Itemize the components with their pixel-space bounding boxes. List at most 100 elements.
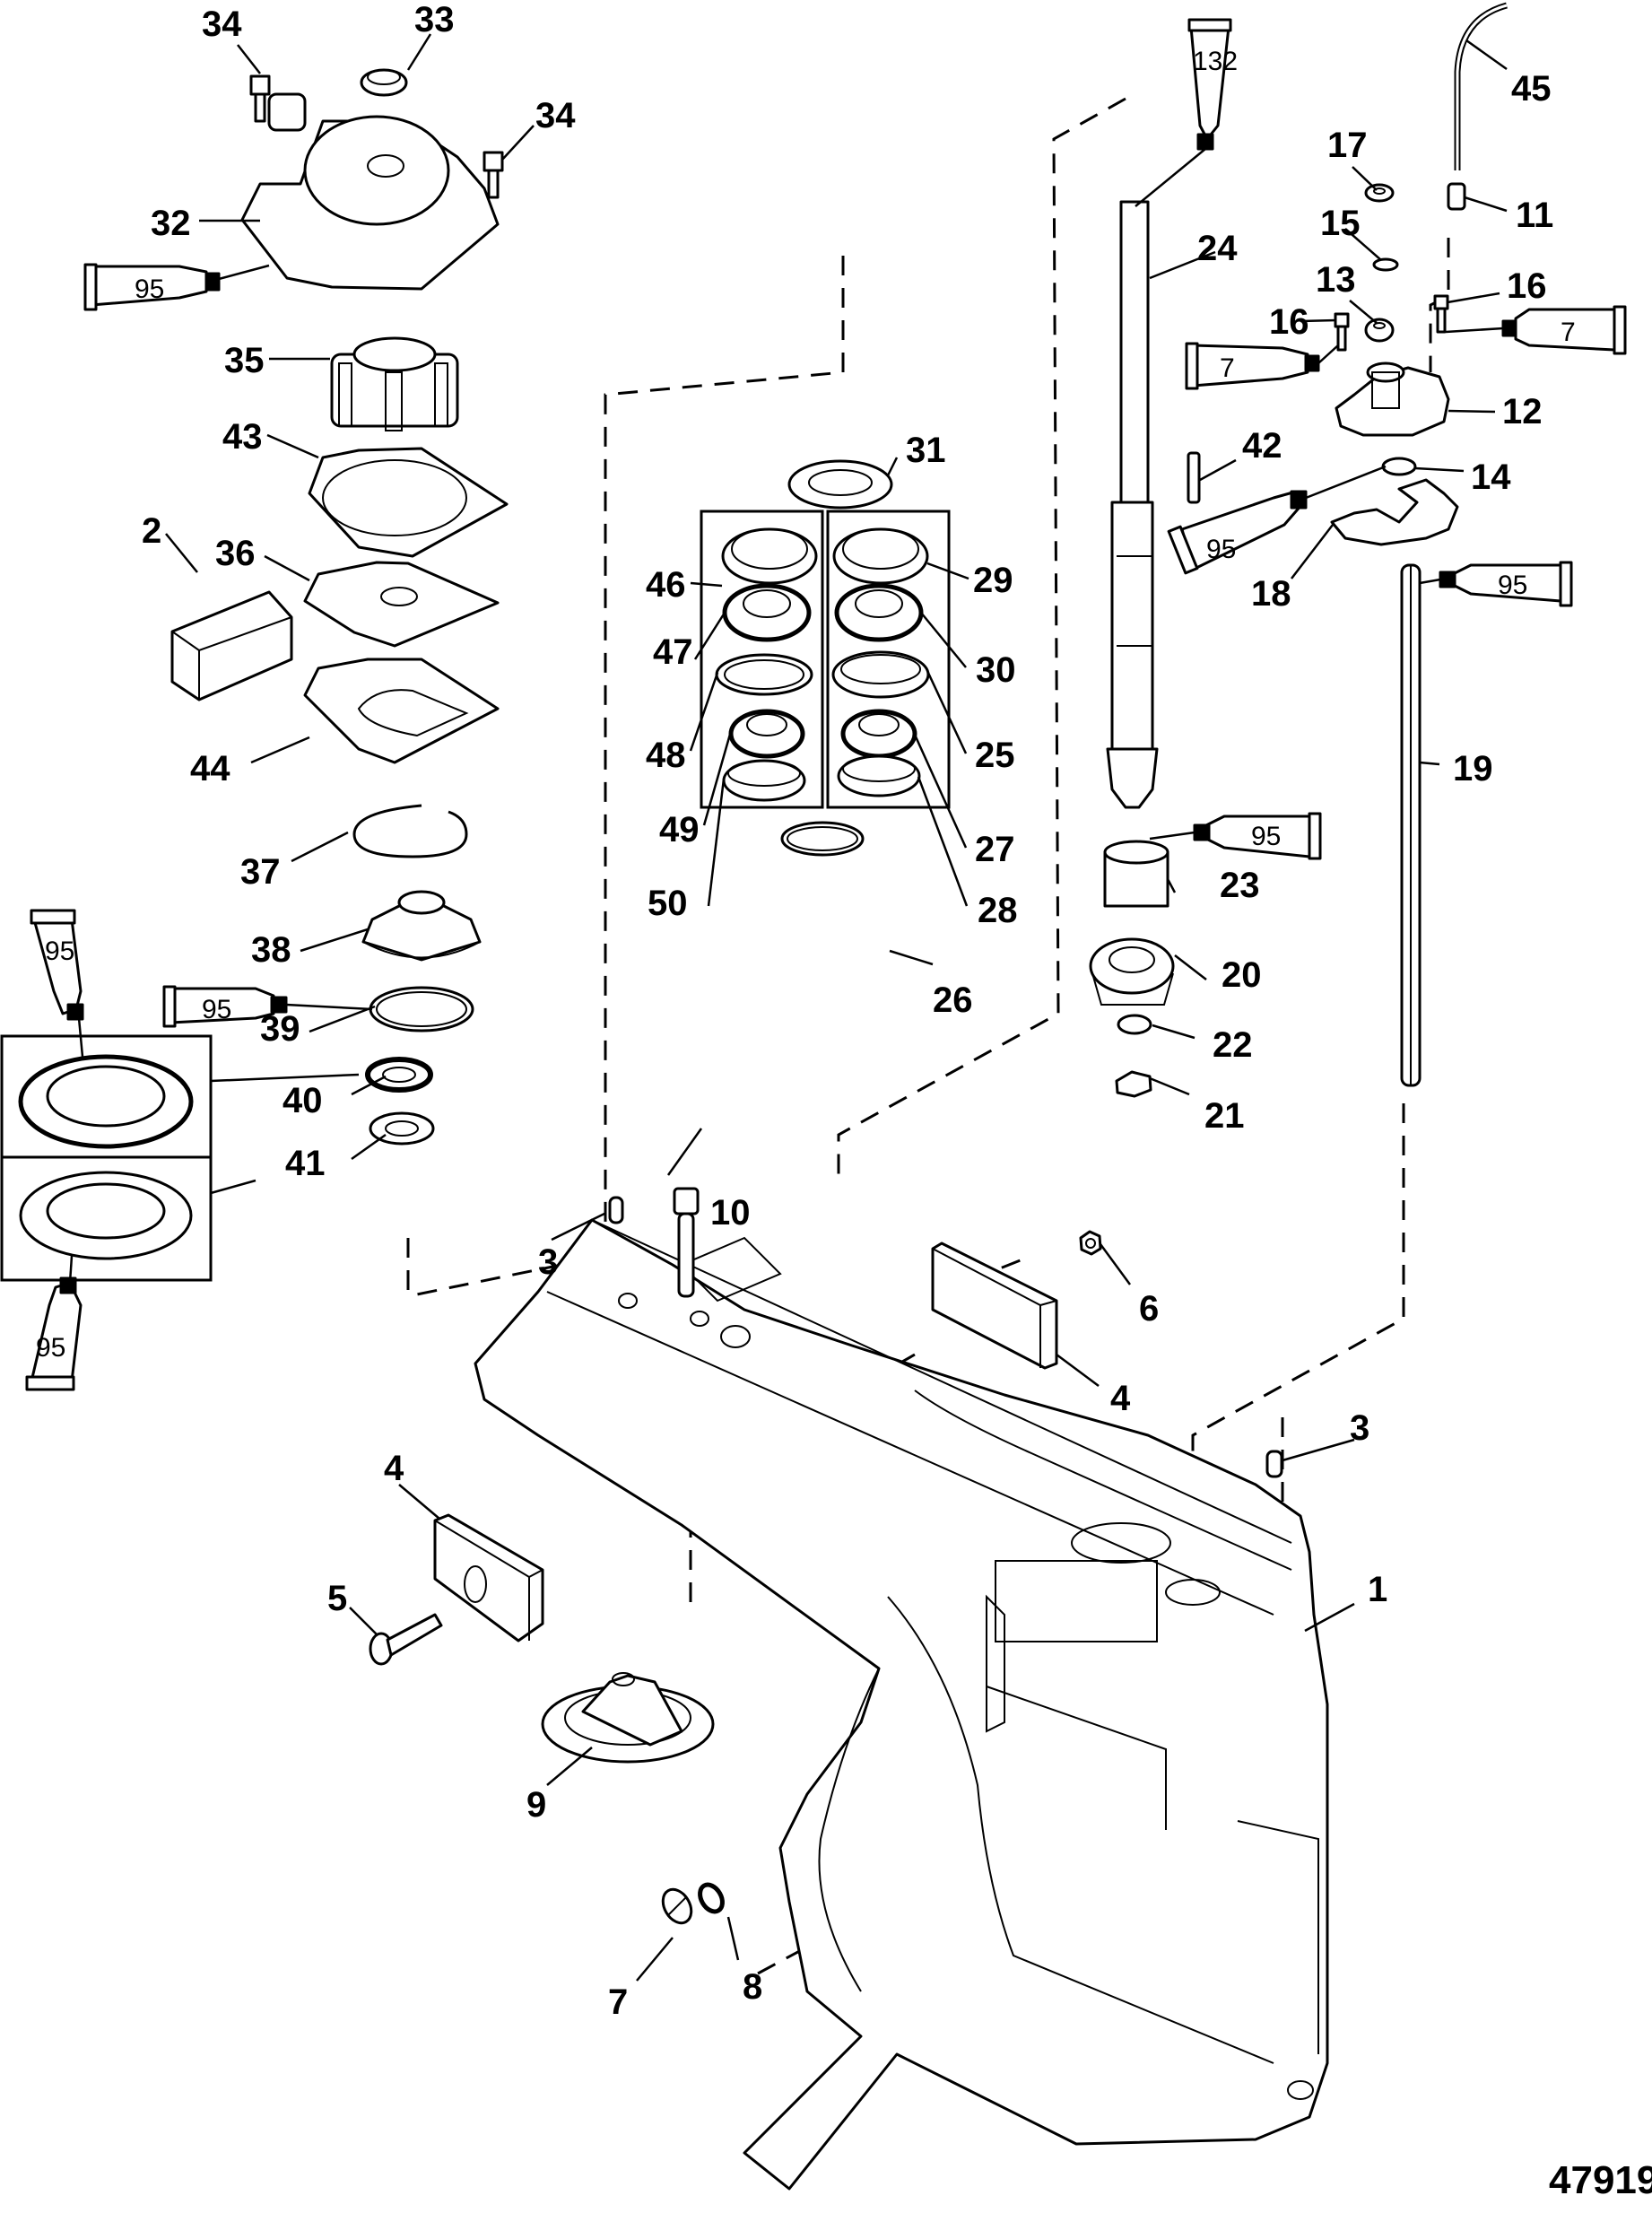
- callout-13[interactable]: 13: [1316, 260, 1356, 300]
- shim-48[interactable]: [715, 653, 813, 696]
- callout-23[interactable]: 23: [1220, 866, 1260, 905]
- oil-seal-40[interactable]: [365, 1057, 433, 1093]
- grommet-11[interactable]: [1447, 182, 1466, 211]
- callout-3[interactable]: 3: [538, 1242, 558, 1282]
- callout-5[interactable]: 5: [327, 1579, 347, 1618]
- bolt-34-left[interactable]: [249, 74, 271, 123]
- o-ring-15[interactable]: [1372, 257, 1399, 272]
- callout-12[interactable]: 12: [1502, 392, 1543, 431]
- impeller-35[interactable]: [330, 336, 459, 431]
- callout-9[interactable]: 9: [526, 1785, 546, 1825]
- bearing-cup-50[interactable]: [722, 759, 806, 802]
- callout-24[interactable]: 24: [1197, 229, 1238, 268]
- nut-21[interactable]: [1115, 1070, 1152, 1098]
- shift-shaft-19[interactable]: [1400, 563, 1422, 1087]
- bearing-cup-23[interactable]: [1103, 840, 1169, 908]
- callout-35[interactable]: 35: [224, 341, 265, 380]
- callout-39[interactable]: 39: [260, 1009, 300, 1049]
- callout-41[interactable]: 41: [285, 1144, 326, 1183]
- gasket-18[interactable]: [1330, 478, 1459, 546]
- callout-29[interactable]: 29: [973, 561, 1013, 600]
- callout-26[interactable]: 26: [933, 980, 973, 1020]
- callout-18[interactable]: 18: [1251, 574, 1291, 614]
- o-ring-39[interactable]: [369, 986, 474, 1032]
- callout-16[interactable]: 16: [1507, 266, 1547, 306]
- callout-28[interactable]: 28: [978, 891, 1018, 930]
- grommet-33[interactable]: [360, 68, 408, 97]
- gasket-44[interactable]: [303, 658, 500, 764]
- tapered-bearing-30[interactable]: [834, 583, 924, 642]
- water-tube-45[interactable]: [1454, 2, 1508, 170]
- callout-4[interactable]: 4: [1110, 1379, 1131, 1418]
- callout-38[interactable]: 38: [251, 930, 291, 970]
- callout-15[interactable]: 15: [1320, 204, 1361, 243]
- callout-34[interactable]: 34: [202, 4, 242, 44]
- callout-45[interactable]: 45: [1511, 69, 1552, 109]
- oil-seal-41[interactable]: [369, 1111, 435, 1146]
- anode-4-lower[interactable]: [433, 1513, 544, 1642]
- callout-47[interactable]: 47: [653, 632, 693, 672]
- oil-seal-carrier-38[interactable]: [361, 890, 482, 962]
- callout-30[interactable]: 30: [976, 650, 1016, 690]
- callout-36[interactable]: 36: [215, 534, 256, 573]
- callout-37[interactable]: 37: [240, 852, 281, 892]
- dowel-pin-3-right[interactable]: [1265, 1450, 1283, 1478]
- sealing-washer-8[interactable]: [695, 1881, 726, 1916]
- anode-4-upper[interactable]: [931, 1242, 1058, 1370]
- callout-2[interactable]: 2: [142, 511, 161, 551]
- face-plate-36[interactable]: [303, 561, 500, 648]
- callout-10[interactable]: 10: [710, 1193, 751, 1233]
- screw-16-right[interactable]: [1433, 294, 1449, 334]
- callout-46[interactable]: 46: [646, 565, 686, 605]
- callout-32[interactable]: 32: [151, 204, 191, 243]
- callout-8[interactable]: 8: [743, 1967, 762, 2007]
- callout-33[interactable]: 33: [414, 0, 455, 39]
- callout-43[interactable]: 43: [222, 417, 263, 457]
- callout-48[interactable]: 48: [646, 736, 686, 775]
- callout-19[interactable]: 19: [1453, 749, 1493, 788]
- callout-25[interactable]: 25: [975, 736, 1015, 775]
- anode-plate-9[interactable]: [541, 1672, 715, 1764]
- callout-50[interactable]: 50: [648, 884, 688, 923]
- bearing-race-29[interactable]: [832, 527, 929, 585]
- screw-16-left[interactable]: [1334, 312, 1350, 352]
- tapered-bearing-47[interactable]: [722, 583, 812, 642]
- callout-1[interactable]: 1: [1368, 1570, 1387, 1609]
- callout-6[interactable]: 6: [1139, 1289, 1159, 1329]
- bearing-retainer-12[interactable]: [1335, 362, 1450, 437]
- bearing-cup-28[interactable]: [837, 754, 921, 797]
- callout-11[interactable]: 11: [1516, 196, 1553, 235]
- o-ring-14[interactable]: [1381, 457, 1417, 476]
- bearing-race-25[interactable]: [831, 650, 930, 699]
- callout-21[interactable]: 21: [1204, 1096, 1245, 1136]
- bolt-34-right[interactable]: [483, 151, 504, 199]
- callout-42[interactable]: 42: [1242, 426, 1282, 466]
- o-ring-26[interactable]: [780, 821, 865, 857]
- water-pump-cover-32[interactable]: [240, 92, 500, 291]
- bearing-race-46[interactable]: [721, 527, 818, 585]
- callout-16[interactable]: 16: [1269, 302, 1309, 342]
- driveshaft-24[interactable]: [1106, 200, 1159, 809]
- callout-7[interactable]: 7: [608, 1982, 628, 2022]
- gasket-43[interactable]: [308, 447, 509, 558]
- key-42[interactable]: [1187, 451, 1201, 504]
- callout-3[interactable]: 3: [1350, 1408, 1369, 1448]
- nut-6[interactable]: [1079, 1230, 1102, 1256]
- callout-17[interactable]: 17: [1327, 126, 1368, 165]
- gear-housing[interactable]: [474, 1218, 1329, 2191]
- callout-20[interactable]: 20: [1222, 955, 1262, 995]
- tapered-bearing-27[interactable]: [840, 709, 917, 759]
- trim-tab-anode-2[interactable]: [170, 590, 293, 701]
- washer-22[interactable]: [1117, 1014, 1152, 1035]
- bolt-5[interactable]: [369, 1613, 443, 1666]
- dowel-pin-3-left[interactable]: [608, 1196, 624, 1224]
- callout-14[interactable]: 14: [1471, 457, 1511, 497]
- callout-44[interactable]: 44: [190, 749, 230, 788]
- bushing-13[interactable]: [1364, 318, 1395, 343]
- callout-4[interactable]: 4: [384, 1449, 404, 1488]
- callout-40[interactable]: 40: [283, 1081, 323, 1120]
- tapered-bearing-49[interactable]: [728, 709, 805, 759]
- callout-31[interactable]: 31: [906, 431, 946, 470]
- washer-17[interactable]: [1364, 183, 1395, 203]
- callout-27[interactable]: 27: [975, 830, 1015, 869]
